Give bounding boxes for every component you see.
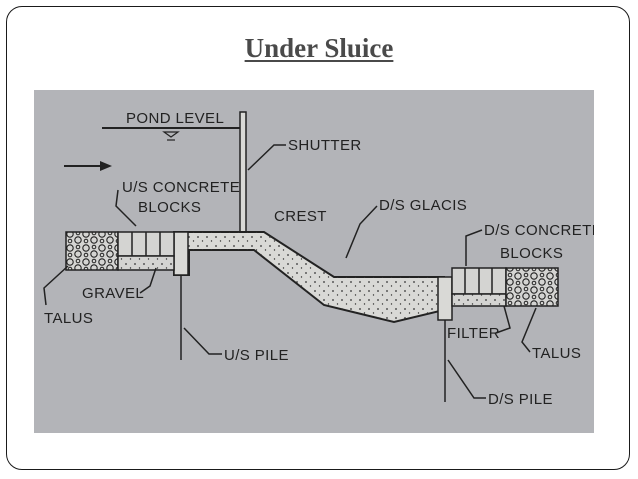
label-filter: FILTER bbox=[447, 325, 500, 342]
slide-title: Under Sluice bbox=[244, 33, 394, 63]
under-sluice-diagram: POND LEVEL SHUTTER U/S PILE U/S CONCRETE… bbox=[43, 110, 594, 408]
leader-shutter bbox=[247, 144, 286, 171]
slide-title-container: Under Sluice bbox=[0, 33, 638, 64]
diagram-photo: POND LEVEL SHUTTER U/S PILE U/S CONCRETE… bbox=[34, 90, 594, 433]
label-ds-glacis: D/S GLACIS bbox=[379, 197, 467, 214]
us-talus bbox=[65, 231, 119, 271]
label-shutter: SHUTTER bbox=[288, 137, 362, 154]
label-ds-pile: D/S PILE bbox=[488, 391, 553, 408]
leader-filter bbox=[495, 305, 511, 334]
us-concrete-blocks bbox=[117, 231, 175, 257]
leader-talus-left bbox=[43, 265, 69, 306]
leader-gravel bbox=[139, 267, 157, 294]
pond-level-marker bbox=[102, 127, 244, 141]
ds-pile-cap bbox=[437, 276, 453, 321]
leader-us-pile bbox=[183, 327, 222, 355]
label-crest: CREST bbox=[274, 208, 327, 225]
leader-ds-pile bbox=[447, 359, 486, 399]
label-gravel: GRAVEL bbox=[82, 285, 144, 302]
label-us-blocks-line1: U/S CONCRETE bbox=[122, 179, 240, 196]
label-talus-left: TALUS bbox=[44, 310, 93, 327]
label-pond-level: POND LEVEL bbox=[126, 110, 224, 127]
shutter bbox=[239, 111, 247, 233]
leader-talus-right bbox=[521, 307, 537, 353]
us-pile-cap bbox=[173, 231, 189, 276]
label-talus-right: TALUS bbox=[532, 345, 581, 362]
ds-talus bbox=[505, 267, 559, 307]
leader-ds-glacis bbox=[345, 205, 378, 259]
label-us-blocks-line2: BLOCKS bbox=[138, 199, 201, 216]
label-us-pile: U/S PILE bbox=[224, 347, 289, 364]
ds-concrete-blocks bbox=[451, 267, 507, 295]
label-ds-blocks-line2: BLOCKS bbox=[500, 245, 563, 262]
label-ds-blocks-line1: D/S CONCRETE bbox=[484, 222, 594, 239]
flow-arrow-icon bbox=[64, 161, 112, 171]
leader-ds-blocks bbox=[465, 229, 483, 266]
leader-us-blocks bbox=[115, 189, 137, 227]
